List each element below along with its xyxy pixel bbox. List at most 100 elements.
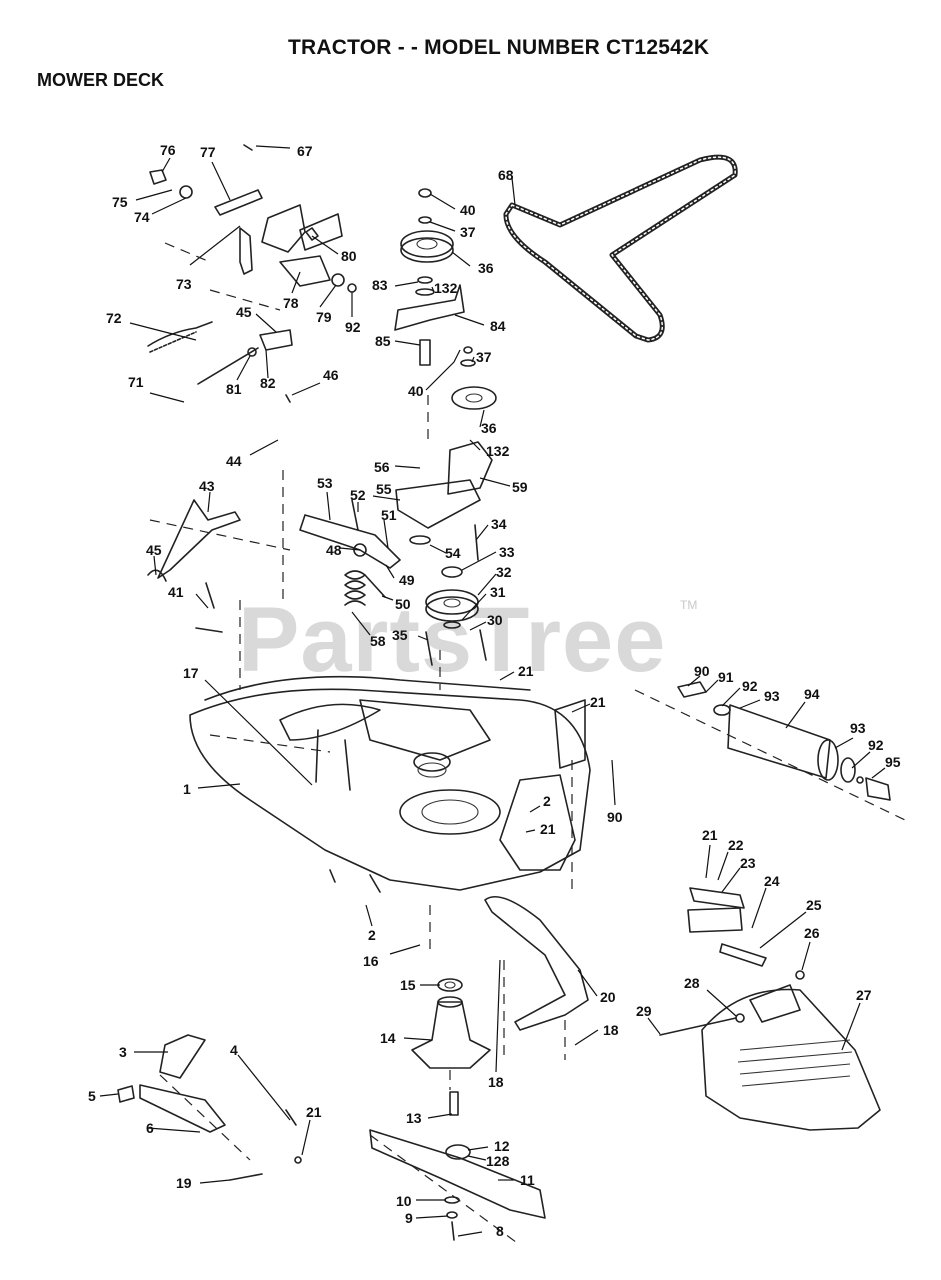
callout-21: 21: [518, 663, 534, 679]
callout-132: 132: [434, 280, 458, 296]
assembly-dash-lines: [149, 242, 906, 1246]
callout-53: 53: [317, 475, 333, 491]
callout-54: 54: [445, 545, 461, 561]
callout-13: 13: [406, 1110, 422, 1126]
callout-40: 40: [408, 383, 424, 399]
callout-21: 21: [540, 821, 556, 837]
callout-41: 41: [168, 584, 184, 600]
watermark: PartsTree: [238, 589, 667, 691]
anti-scalp-roller-assembly: [677, 681, 891, 801]
callout-31: 31: [490, 584, 506, 600]
callout-26: 26: [804, 925, 820, 941]
callout-37: 37: [476, 349, 492, 365]
callout-48: 48: [326, 542, 342, 558]
callout-92: 92: [868, 737, 884, 753]
watermark-trademark: TM: [680, 598, 698, 612]
deck-hanger-parts: [117, 1034, 302, 1181]
callout-32: 32: [496, 564, 512, 580]
callout-21: 21: [702, 827, 718, 843]
callout-18: 18: [488, 1074, 504, 1090]
callout-28: 28: [684, 975, 700, 991]
callout-45: 45: [236, 304, 252, 320]
callout-30: 30: [487, 612, 503, 628]
callout-76: 76: [160, 142, 176, 158]
callout-22: 22: [728, 837, 744, 853]
callout-83: 83: [372, 277, 388, 293]
callout-29: 29: [636, 1003, 652, 1019]
callout-10: 10: [396, 1193, 412, 1209]
callout-52: 52: [350, 487, 366, 503]
callout-78: 78: [283, 295, 299, 311]
callout-132: 132: [486, 443, 510, 459]
callout-58: 58: [370, 633, 386, 649]
leader-lines: [99, 145, 886, 1237]
callout-21: 21: [306, 1104, 322, 1120]
callout-90: 90: [694, 663, 710, 679]
callout-45: 45: [146, 542, 162, 558]
callout-36: 36: [481, 420, 497, 436]
callout-68: 68: [498, 167, 514, 183]
deck-lift-lever: [147, 499, 241, 633]
section-title: MOWER DECK: [37, 70, 164, 90]
callout-71: 71: [128, 374, 144, 390]
lift-bracket-assembly: [147, 144, 357, 403]
callout-2: 2: [368, 927, 376, 943]
callout-9: 9: [405, 1210, 413, 1226]
callout-59: 59: [512, 479, 528, 495]
mower-deck-housing: [189, 675, 591, 893]
callout-67: 67: [297, 143, 313, 159]
belt-part-68: [503, 154, 738, 343]
callout-93: 93: [850, 720, 866, 736]
callout-6: 6: [146, 1120, 154, 1136]
callout-55: 55: [376, 481, 392, 497]
callout-51: 51: [381, 507, 397, 523]
callout-35: 35: [392, 627, 408, 643]
callout-77: 77: [200, 144, 216, 160]
front-baffle: [484, 896, 589, 1031]
callout-94: 94: [804, 686, 820, 702]
callout-79: 79: [316, 309, 332, 325]
callout-50: 50: [395, 596, 411, 612]
callout-36: 36: [478, 260, 494, 276]
callout-19: 19: [176, 1175, 192, 1191]
callout-3: 3: [119, 1044, 127, 1060]
callout-128: 128: [486, 1153, 510, 1169]
spindle-and-blade-assembly: [369, 978, 546, 1241]
callout-4: 4: [230, 1042, 238, 1058]
callout-25: 25: [806, 897, 822, 913]
callout-93: 93: [764, 688, 780, 704]
callout-11: 11: [520, 1172, 535, 1188]
callout-80: 80: [341, 248, 357, 264]
callout-95: 95: [885, 754, 901, 770]
callout-1: 1: [183, 781, 191, 797]
callout-8: 8: [496, 1223, 504, 1239]
callout-labels: 67 76 77 75 74 73 80 78 79 92 72 45 81 8…: [88, 142, 901, 1239]
callout-90: 90: [607, 809, 623, 825]
callout-56: 56: [374, 459, 390, 475]
callout-44: 44: [226, 453, 242, 469]
callout-91: 91: [718, 669, 734, 685]
callout-16: 16: [363, 953, 379, 969]
callout-33: 33: [499, 544, 515, 560]
callout-84: 84: [490, 318, 506, 334]
callout-21: 21: [590, 694, 606, 710]
callout-2: 2: [543, 793, 551, 809]
callout-34: 34: [491, 516, 507, 532]
callout-92: 92: [345, 319, 361, 335]
callout-14: 14: [380, 1030, 396, 1046]
callout-40: 40: [460, 202, 476, 218]
callout-82: 82: [260, 375, 276, 391]
callout-5: 5: [88, 1088, 96, 1104]
callout-17: 17: [183, 665, 199, 681]
callout-72: 72: [106, 310, 122, 326]
callout-81: 81: [226, 381, 242, 397]
idler-arm-and-spring: [299, 499, 401, 606]
callout-23: 23: [740, 855, 756, 871]
callout-49: 49: [399, 572, 415, 588]
callout-12: 12: [494, 1138, 510, 1154]
callout-75: 75: [112, 194, 128, 210]
callout-15: 15: [400, 977, 416, 993]
callout-74: 74: [134, 209, 150, 225]
callout-24: 24: [764, 873, 780, 889]
